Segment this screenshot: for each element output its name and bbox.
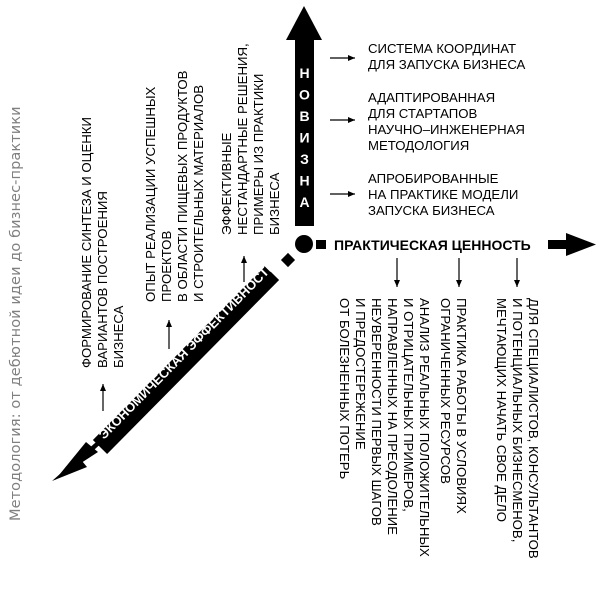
- economic-axis-square: [280, 252, 296, 268]
- novelty-item-1: СИСТЕМА КООРДИНАТ ДЛЯ ЗАПУСКА БИЗНЕСА: [368, 41, 526, 72]
- novelty-axis-arrowhead: [286, 6, 322, 40]
- novelty-axis-letter: В: [299, 108, 309, 124]
- practical-value-axis-label: ПРАКТИЧЕСКАЯ ЦЕННОСТЬ: [334, 237, 531, 253]
- economic-items: ФОРМИРОВАНИЕ СИНТЕЗА И ОЦЕНКИ ВАРИАНТОВ …: [79, 40, 282, 411]
- economic-axis-arrowhead-tip: [55, 442, 98, 480]
- practical-axis-bar: [548, 240, 568, 249]
- novelty-axis-letter: Н: [299, 65, 309, 81]
- novelty-axis-letter: З: [300, 151, 309, 167]
- novelty-items: СИСТЕМА КООРДИНАТ ДЛЯ ЗАПУСКА БИЗНЕСА АД…: [330, 41, 529, 218]
- economic-item-1: ФОРМИРОВАНИЕ СИНТЕЗА И ОЦЕНКИ ВАРИАНТОВ …: [79, 113, 126, 368]
- practical-item-2: ПРАКТИКА РАБОТЫ В УСЛОВИЯХ ОГРАНИЧЕННЫХ …: [438, 298, 469, 518]
- novelty-axis-letter: А: [299, 194, 309, 210]
- economic-item-2: ОПЫТ РЕАЛИЗАЦИИ УСПЕШНЫХ ПРОЕКТОВ В ОБЛА…: [143, 67, 206, 302]
- novelty-axis-letter: Н: [299, 173, 309, 189]
- novelty-item-2: АДАПТИРОВАННАЯ ДЛЯ СТАРТАПОВ НАУЧНО–ИНЖЕ…: [368, 90, 529, 153]
- practical-item-1: АНАЛИЗ РЕАЛЬНЫХ ПОЛОЖИТЕЛЬНЫХ И ОТРИЦАТЕ…: [337, 298, 432, 561]
- practical-value-axis: ПРАКТИЧЕСКАЯ ЦЕННОСТЬ: [316, 233, 596, 256]
- novelty-axis-bar: [295, 36, 314, 226]
- practical-axis-square: [316, 240, 326, 249]
- novelty-axis-letter: И: [299, 130, 309, 146]
- side-caption: Методология: от дебютной идеи до бизнес-…: [8, 106, 24, 521]
- origin-dot: [295, 235, 313, 253]
- economic-item-3: ЭФФЕКТИВНЫЕ НЕСТАНДАРТНЫЕ РЕШЕНИЯ, ПРИМЕ…: [219, 40, 282, 235]
- economic-axis-bar: [92, 265, 280, 455]
- novelty-axis-letter: О: [299, 87, 310, 103]
- novelty-item-3: АПРОБИРОВАННЫЕ НА ПРАКТИКЕ МОДЕЛИ ЗАПУСК…: [368, 171, 522, 218]
- practical-axis-arrowhead: [566, 233, 596, 256]
- practical-item-3: ДЛЯ СПЕЦИАЛИСТОВ, КОНСУЛЬТАНТОВ И ПОТЕНЦ…: [494, 298, 541, 562]
- practical-items: АНАЛИЗ РЕАЛЬНЫХ ПОЛОЖИТЕЛЬНЫХ И ОТРИЦАТЕ…: [337, 258, 541, 562]
